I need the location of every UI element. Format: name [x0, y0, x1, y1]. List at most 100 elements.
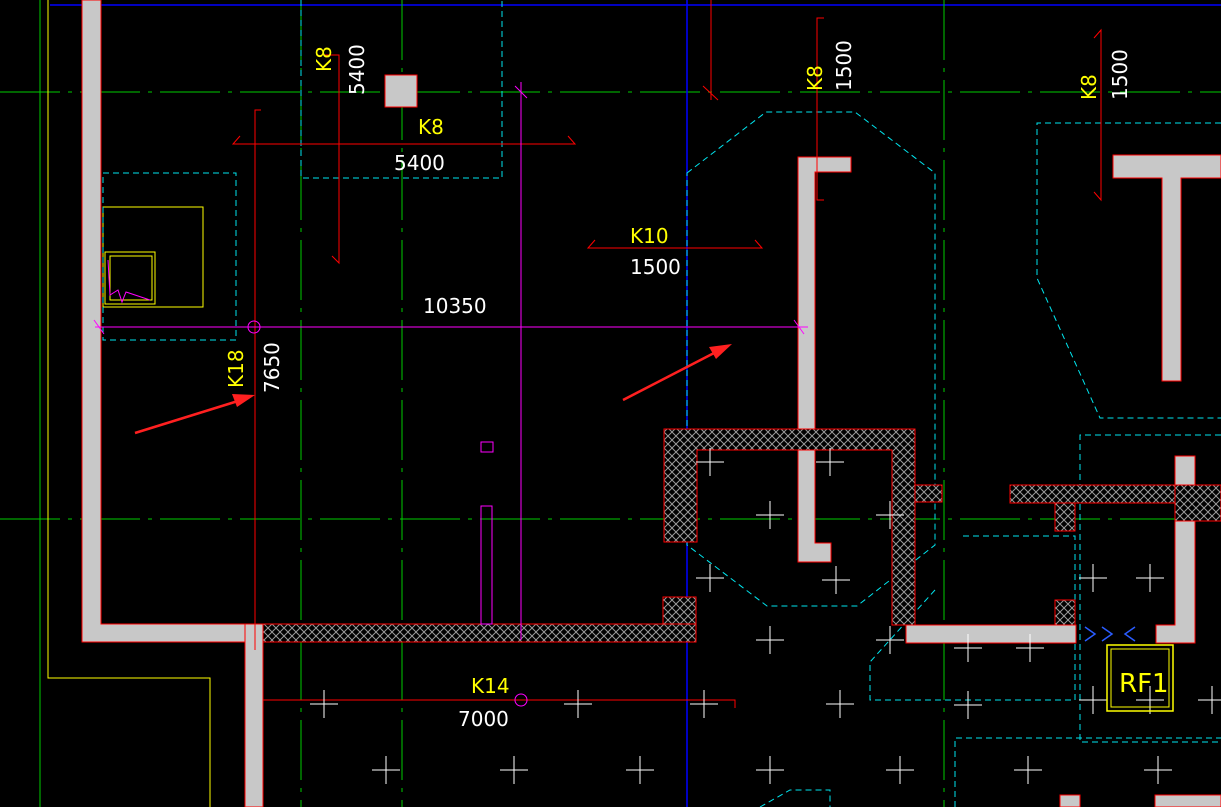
hatched-right-strip [1009, 484, 1221, 504]
dim-k8-horizontal [231, 135, 577, 145]
hatched-walls [262, 428, 1221, 643]
grid-cross-icon [626, 756, 654, 784]
grid-cross-icon [756, 501, 784, 529]
k18-value: 7650 [260, 342, 284, 393]
wall-t-right [1112, 154, 1221, 382]
k8-right-value: 1500 [1108, 49, 1132, 100]
wall-right-bottom [1155, 455, 1196, 644]
wall-bottom-edge-2 [1154, 794, 1221, 807]
dim-k8-vertical-right [1093, 28, 1102, 202]
wall-bottom-edge [1059, 794, 1081, 807]
grid-cross-icon [690, 690, 718, 718]
dimension-lines [93, 0, 1102, 708]
hatched-bottom-wall [262, 623, 697, 643]
k8-top-value: 5400 [394, 151, 445, 175]
hatched-step [662, 596, 697, 625]
grid-cross-icon [564, 690, 592, 718]
grid-cross-icon [954, 691, 982, 719]
k8-mid-label: K8 [803, 65, 827, 91]
grid-cross-icon [500, 756, 528, 784]
grid-cross-icon [1144, 756, 1172, 784]
dimension-labels: K8 5400 K8 5400 K8 1500 K8 1500 K10 1500… [224, 40, 1132, 731]
cyan-dashed-bottom [869, 535, 1076, 701]
dim-k8-vertical-mid [816, 17, 824, 201]
node-marker-bottom [514, 693, 528, 707]
wall-bottom-stub [244, 623, 264, 807]
k14-value: 7000 [458, 707, 509, 731]
rf1-tag[interactable]: RF1 [1106, 644, 1174, 712]
dim-magenta-tick-l [93, 319, 105, 335]
yellow-box-inner-2 [109, 255, 153, 301]
grid-cross-icon [696, 448, 724, 476]
wall-left-l [81, 0, 246, 643]
node-marker-left [247, 320, 261, 334]
hatched-right-small [1054, 502, 1076, 532]
dim-k18 [254, 109, 261, 650]
k8-top-label: K8 [418, 115, 444, 139]
grid-cross-icon [1079, 564, 1107, 592]
magenta-squiggle [107, 259, 151, 304]
rf1-tag-frame [1106, 644, 1174, 712]
cyan-dashed-right-lower [1079, 434, 1221, 743]
dim-k10 [586, 239, 764, 249]
rf1-tag-frame-inner [1110, 648, 1170, 708]
dim-k14 [263, 699, 736, 708]
grid-cross-icon [1136, 686, 1164, 714]
k10-value: 1500 [630, 255, 681, 279]
grid-cross-icon [816, 448, 844, 476]
rf1-tag-text: RF1 [1119, 669, 1169, 699]
grid-cross-icon [756, 756, 784, 784]
grid-cross-icon [954, 634, 982, 662]
red-arrow-icon [134, 394, 255, 435]
k8-left-value: 5400 [345, 44, 369, 95]
hatched-right-end [1174, 484, 1221, 522]
cyan-dashed-right [1036, 122, 1221, 419]
yellow-box-outer [102, 206, 204, 308]
grid-cross-icon [876, 626, 904, 654]
span-10350-value: 10350 [423, 294, 487, 318]
magenta-small-square [480, 441, 494, 453]
magenta-slot [480, 505, 493, 625]
grid-cross-icon [1136, 564, 1164, 592]
k8-right-label: K8 [1077, 74, 1101, 100]
outer-yellow-boundary [47, 0, 211, 807]
hatched-room [663, 428, 916, 626]
grid-cross-icons [310, 448, 1221, 784]
column-square [384, 74, 418, 108]
grid-cross-icon [822, 566, 850, 594]
k8-left-label: K8 [312, 46, 336, 72]
grid-cross-icon [310, 690, 338, 718]
grid-cross-icon [876, 501, 904, 529]
dim-top-tick-2 [702, 85, 719, 101]
grid-cross-icon [372, 756, 400, 784]
grid-cross-icon [696, 564, 724, 592]
k14-label: K14 [471, 674, 510, 698]
dim-magenta-tick-t [514, 85, 528, 99]
red-arrow-icon [622, 344, 732, 402]
k10-label: K10 [630, 224, 669, 248]
cyan-dashed-bottom-3 [759, 789, 831, 807]
cyan-dashed-bottom-2 [954, 737, 1221, 807]
grid-cross-icon [1016, 634, 1044, 662]
wall-bottom-mid [905, 624, 1077, 644]
grid-cross-icon [1014, 756, 1042, 784]
grid-cross-icon [1079, 686, 1107, 714]
grid-cross-icon [1198, 686, 1221, 714]
yellow-box-inner [104, 251, 156, 305]
red-arrows [134, 344, 732, 435]
grid-cross-icon [756, 626, 784, 654]
grid-cross-icon [886, 756, 914, 784]
dim-magenta-tick-r [793, 319, 805, 335]
hatched-stub [914, 484, 943, 503]
walls [81, 0, 1221, 807]
k8-mid-value: 1500 [832, 40, 856, 91]
blue-chevrons [1084, 626, 1136, 642]
cyan-dashed-octagon [686, 111, 936, 607]
hatched-right-small-2 [1054, 599, 1076, 626]
k18-label: K18 [224, 349, 248, 388]
dim-k8-vertical-left [324, 54, 340, 265]
outline-lines [47, 0, 1221, 807]
wall-bracket [797, 156, 852, 563]
